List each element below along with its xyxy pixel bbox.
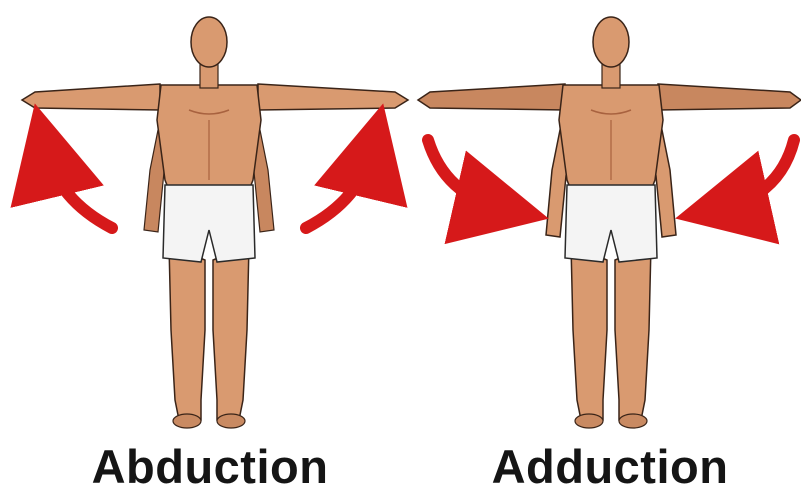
adduction-caption: Adduction (440, 440, 780, 494)
arrow-left-down (428, 140, 502, 208)
arrow-right-up (306, 150, 372, 228)
abduction-caption: Abduction (40, 440, 380, 494)
adduction-figure (418, 17, 801, 428)
arrow-right-down (722, 140, 794, 208)
abduction-figure (22, 17, 408, 428)
arrow-left-up (46, 150, 112, 228)
